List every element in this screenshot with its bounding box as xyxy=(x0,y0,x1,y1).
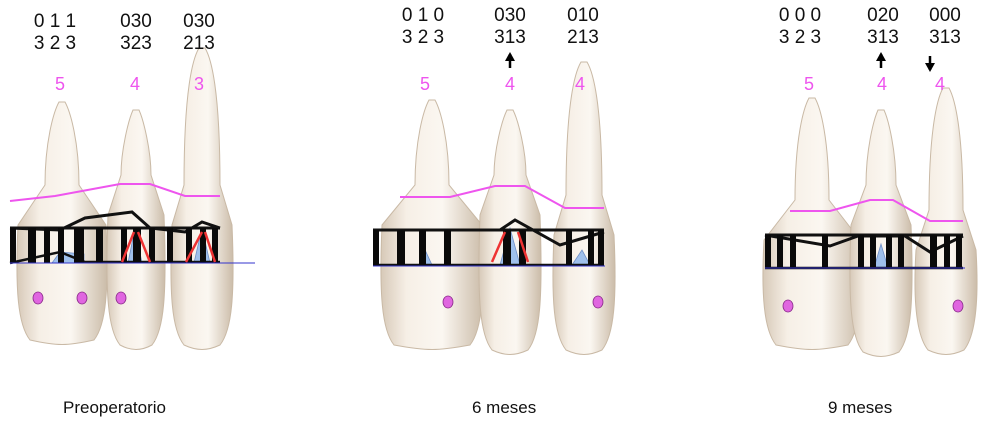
probe-bar-preoperatorio-4 xyxy=(58,228,64,263)
gum-line-9-meses xyxy=(790,199,963,222)
code-top-9-meses-3: 000 xyxy=(929,5,961,26)
marker-dot-9-meses-2 xyxy=(952,299,964,313)
code-top-9-meses-1: 0 0 0 xyxy=(779,5,821,26)
gum-line-6-meses xyxy=(400,185,604,209)
code-top-preoperatorio-1: 0 1 1 xyxy=(34,11,76,32)
probe-bar-9-meses-8 xyxy=(898,235,904,268)
tooth-number-preoperatorio-3: 3 xyxy=(194,74,204,94)
probe-bar-9-meses-9 xyxy=(930,235,937,268)
code-bottom-6-meses-1: 3 2 3 xyxy=(402,27,444,48)
red-line-preoperatorio-1 xyxy=(120,231,136,263)
probe-bar-preoperatorio-10 xyxy=(167,228,173,263)
probe-bar-6-meses-1 xyxy=(373,230,379,265)
probe-bar-9-meses-11 xyxy=(956,235,962,268)
attachment-line-preoperatorio xyxy=(9,210,221,234)
probe-bar-9-meses-4 xyxy=(822,235,828,268)
marker-dot-9-meses-1 xyxy=(782,299,794,313)
probe-bar-6-meses-2 xyxy=(397,230,405,265)
code-top-9-meses-2: 020 xyxy=(867,5,899,26)
code-bottom-9-meses-2: 313 xyxy=(867,27,899,48)
probe-bar-6-meses-4 xyxy=(444,230,451,265)
marker-dot-preoperatorio-3 xyxy=(115,291,127,305)
probe-bar-preoperatorio-11 xyxy=(186,228,192,263)
tooth-9-meses-2 xyxy=(849,109,913,357)
code-top-6-meses-1: 0 1 0 xyxy=(402,5,444,26)
tooth-number-6-meses-3: 4 xyxy=(575,74,585,94)
tooth-6-meses-1 xyxy=(380,99,484,350)
tooth-preoperatorio-3 xyxy=(170,47,234,350)
code-bottom-6-meses-3: 213 xyxy=(567,27,599,48)
probe-bar-preoperatorio-5 xyxy=(74,228,84,263)
tooth-preoperatorio-1 xyxy=(16,101,108,345)
code-bottom-6-meses-2: 313 xyxy=(494,27,526,48)
probe-bar-preoperatorio-13 xyxy=(212,228,218,263)
gum-line-preoperatorio xyxy=(9,183,220,202)
tooth-number-6-meses-1: 5 xyxy=(420,74,430,94)
probe-bar-preoperatorio-12 xyxy=(200,228,206,263)
probe-bar-6-meses-3 xyxy=(419,230,426,265)
tooth-9-meses-1 xyxy=(762,97,862,350)
marker-dot-preoperatorio-1 xyxy=(32,291,44,305)
marker-dot-6-meses-1 xyxy=(442,295,454,309)
marker-dot-6-meses-2 xyxy=(592,295,604,309)
tooth-number-preoperatorio-1: 5 xyxy=(55,74,65,94)
code-bottom-9-meses-1: 3 2 3 xyxy=(779,27,821,48)
probe-bar-9-meses-10 xyxy=(944,235,950,268)
code-bottom-preoperatorio-1: 3 2 3 xyxy=(34,33,76,54)
probe-bar-preoperatorio-6 xyxy=(96,228,103,263)
attachment-line-6-meses xyxy=(373,218,605,247)
probe-bar-preoperatorio-2 xyxy=(28,228,36,263)
tooth-number-9-meses-3: 4 xyxy=(935,74,945,94)
arrow-up-icon-head xyxy=(505,52,515,61)
probe-bar-preoperatorio-9 xyxy=(149,228,155,263)
red-line-preoperatorio-3 xyxy=(184,231,204,263)
panel-preoperatorio xyxy=(9,47,255,350)
caption-6-meses: 6 meses xyxy=(472,398,537,417)
probe-bar-9-meses-3 xyxy=(790,235,796,268)
probe-bar-9-meses-1 xyxy=(765,235,771,268)
probe-bar-preoperatorio-8 xyxy=(133,228,141,263)
code-top-preoperatorio-2: 030 xyxy=(120,11,152,32)
red-line-preoperatorio-4 xyxy=(203,231,217,263)
probe-bar-9-meses-7 xyxy=(886,235,892,268)
code-top-6-meses-2: 030 xyxy=(494,5,526,26)
probe-bar-6-meses-8 xyxy=(588,230,594,265)
tooth-number-preoperatorio-2: 4 xyxy=(130,74,140,94)
probe-bar-9-meses-2 xyxy=(777,235,783,268)
probe-bar-preoperatorio-7 xyxy=(121,228,127,263)
arrow-down-icon-head xyxy=(925,63,935,72)
code-top-6-meses-3: 010 xyxy=(567,5,599,26)
probe-bar-6-meses-5 xyxy=(503,230,511,265)
code-bottom-9-meses-3: 313 xyxy=(929,27,961,48)
probe-bar-6-meses-7 xyxy=(566,230,572,265)
code-top-preoperatorio-3: 030 xyxy=(183,11,215,32)
code-bottom-preoperatorio-2: 323 xyxy=(120,33,152,54)
tooth-number-9-meses-2: 4 xyxy=(877,74,887,94)
panel-9-meses xyxy=(762,52,978,357)
probe-bar-9-meses-6 xyxy=(870,235,876,268)
red-line-6-meses-2 xyxy=(516,231,530,263)
caption-9-meses: 9 meses xyxy=(828,398,893,417)
red-line-6-meses-1 xyxy=(490,231,507,263)
tooth-number-9-meses-1: 5 xyxy=(804,74,814,94)
probe-bar-preoperatorio-1 xyxy=(10,228,16,263)
arrow-up-icon-head xyxy=(876,52,886,61)
probe-bar-9-meses-5 xyxy=(858,235,864,268)
probe-bar-6-meses-9 xyxy=(598,230,604,265)
probe-bar-preoperatorio-3 xyxy=(44,228,50,263)
code-bottom-preoperatorio-3: 213 xyxy=(183,33,215,54)
marker-dot-preoperatorio-2 xyxy=(76,291,88,305)
tooth-number-6-meses-2: 4 xyxy=(505,74,515,94)
red-line-preoperatorio-2 xyxy=(136,231,152,263)
caption-preoperatorio: Preoperatorio xyxy=(63,398,167,417)
panel-6-meses xyxy=(373,52,616,355)
